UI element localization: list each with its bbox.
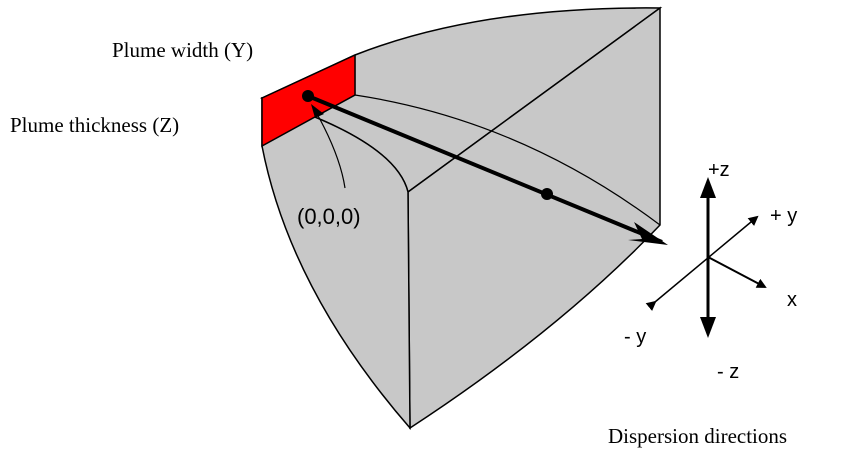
minus-z-label: - z (717, 361, 739, 383)
x-axis-label: x (787, 289, 797, 311)
plus-z-arrowhead (700, 177, 716, 198)
centerline-point (541, 188, 553, 200)
plume-centerline-arrow (307, 94, 663, 244)
plume-left-face (261, 96, 411, 431)
plus-y-label: + y (770, 205, 797, 227)
origin-point (302, 90, 314, 102)
origin-pointer-line (315, 111, 346, 189)
minus-y-label: - y (624, 326, 646, 348)
plume-thickness-label: Plume thickness (Z) (10, 113, 179, 137)
x-axis (707, 256, 767, 288)
plume-inner-edge (354, 94, 661, 226)
dispersion-axes (645, 177, 767, 338)
origin-pointer-arrowhead (311, 104, 324, 118)
minus-z-arrowhead (700, 317, 716, 338)
plume-width-label: Plume width (Y) (112, 38, 253, 62)
origin-label: (0,0,0) (297, 204, 361, 229)
plus-z-label: +z (708, 159, 730, 181)
dispersion-directions-label: Dispersion directions (608, 424, 787, 448)
y-axis (645, 215, 759, 311)
